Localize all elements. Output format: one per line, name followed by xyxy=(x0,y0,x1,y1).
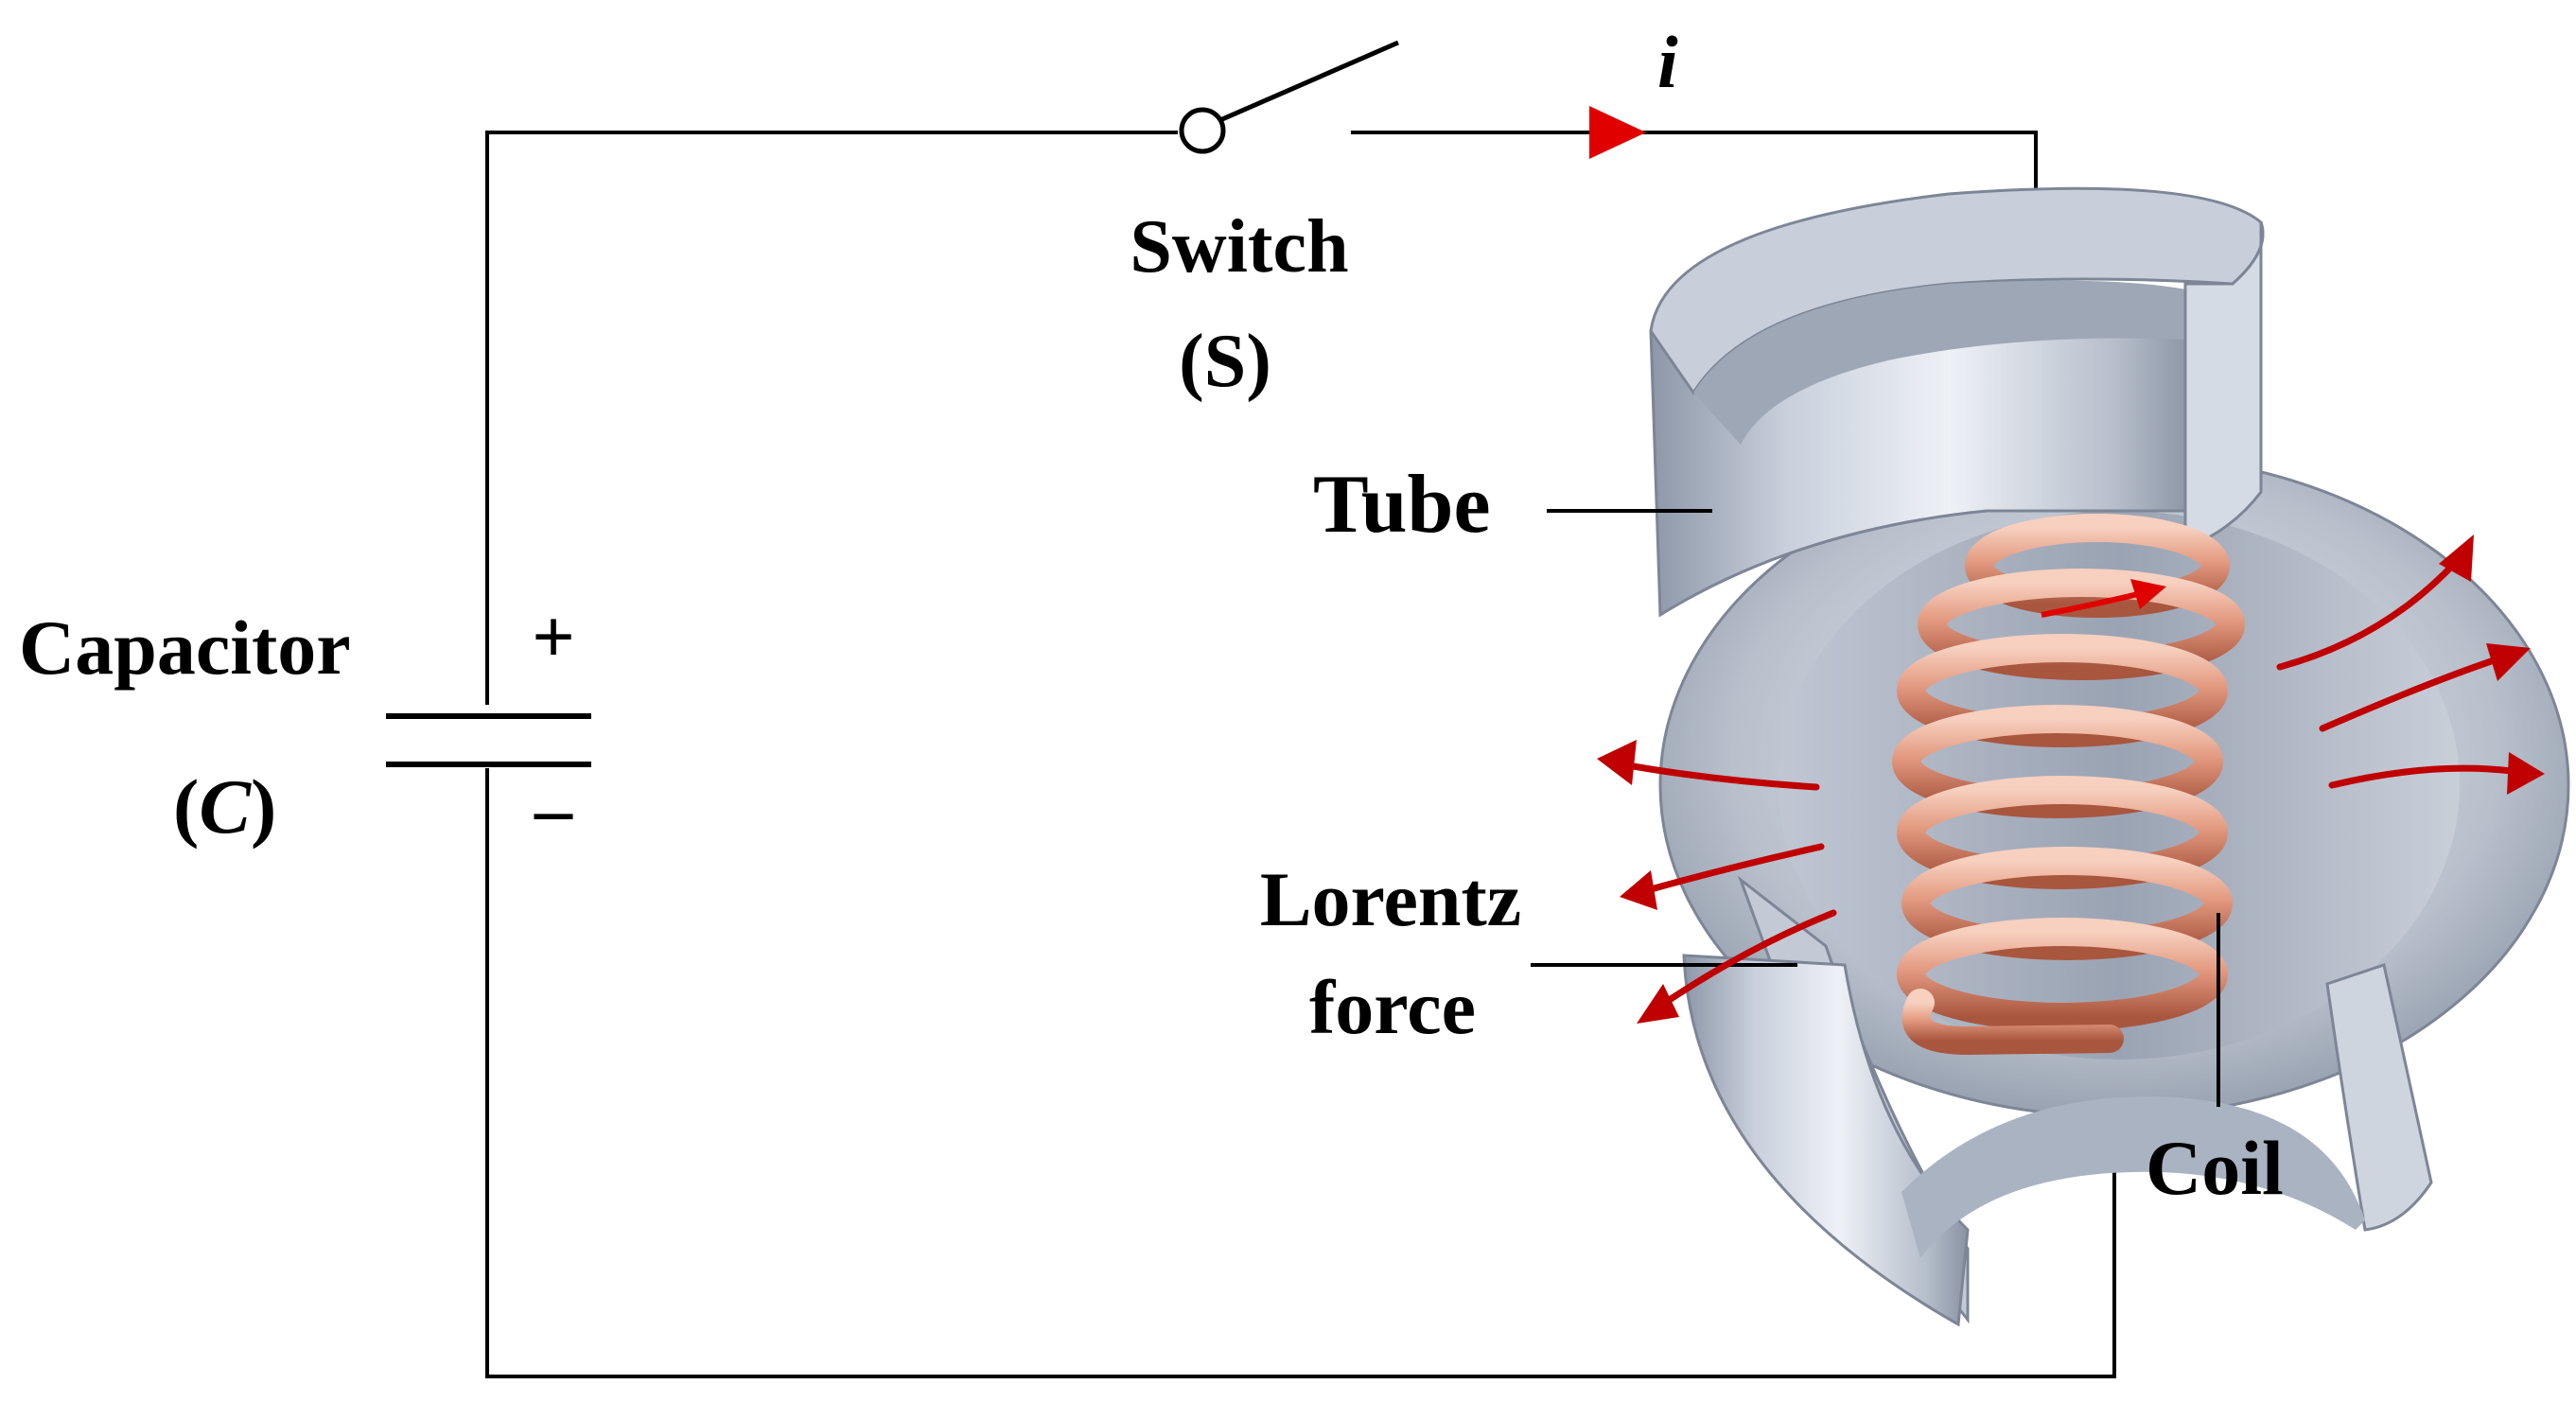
switch-label: Switch xyxy=(1130,205,1348,289)
current-label: i xyxy=(1657,21,1678,103)
coil-illustration xyxy=(1892,514,2245,1056)
lorentz-force-arrows xyxy=(1597,535,2545,1024)
coil-turn xyxy=(1918,569,2245,680)
coil-end xyxy=(1901,989,2124,1056)
switch-symbol xyxy=(1179,40,1399,154)
leader-lines xyxy=(1531,509,2220,1107)
tube-top-inner xyxy=(1693,280,2204,445)
coil-turn xyxy=(1897,918,2228,1031)
tube-illustration xyxy=(1649,186,2570,1327)
capacitor-label: Capacitor xyxy=(19,605,351,691)
coil-label: Coil xyxy=(2146,1125,2284,1211)
tube-lower-right xyxy=(2325,963,2433,1232)
switch-symbol-label: (S) xyxy=(1179,320,1271,403)
minus-sign: – xyxy=(534,768,573,851)
capacitor-symbol-label: (C) xyxy=(173,763,276,850)
tube-lower-body xyxy=(1682,954,1970,1327)
tube-bottom-inner xyxy=(1901,1096,2365,1258)
lorentz-force-label-line2: force xyxy=(1309,964,1476,1050)
plus-sign: + xyxy=(532,596,575,679)
capacitor-symbol xyxy=(386,713,591,767)
tube-label: Tube xyxy=(1313,459,1491,551)
lorentz-force-label: Lorentz xyxy=(1260,856,1521,942)
current-arrow xyxy=(1589,106,1646,159)
